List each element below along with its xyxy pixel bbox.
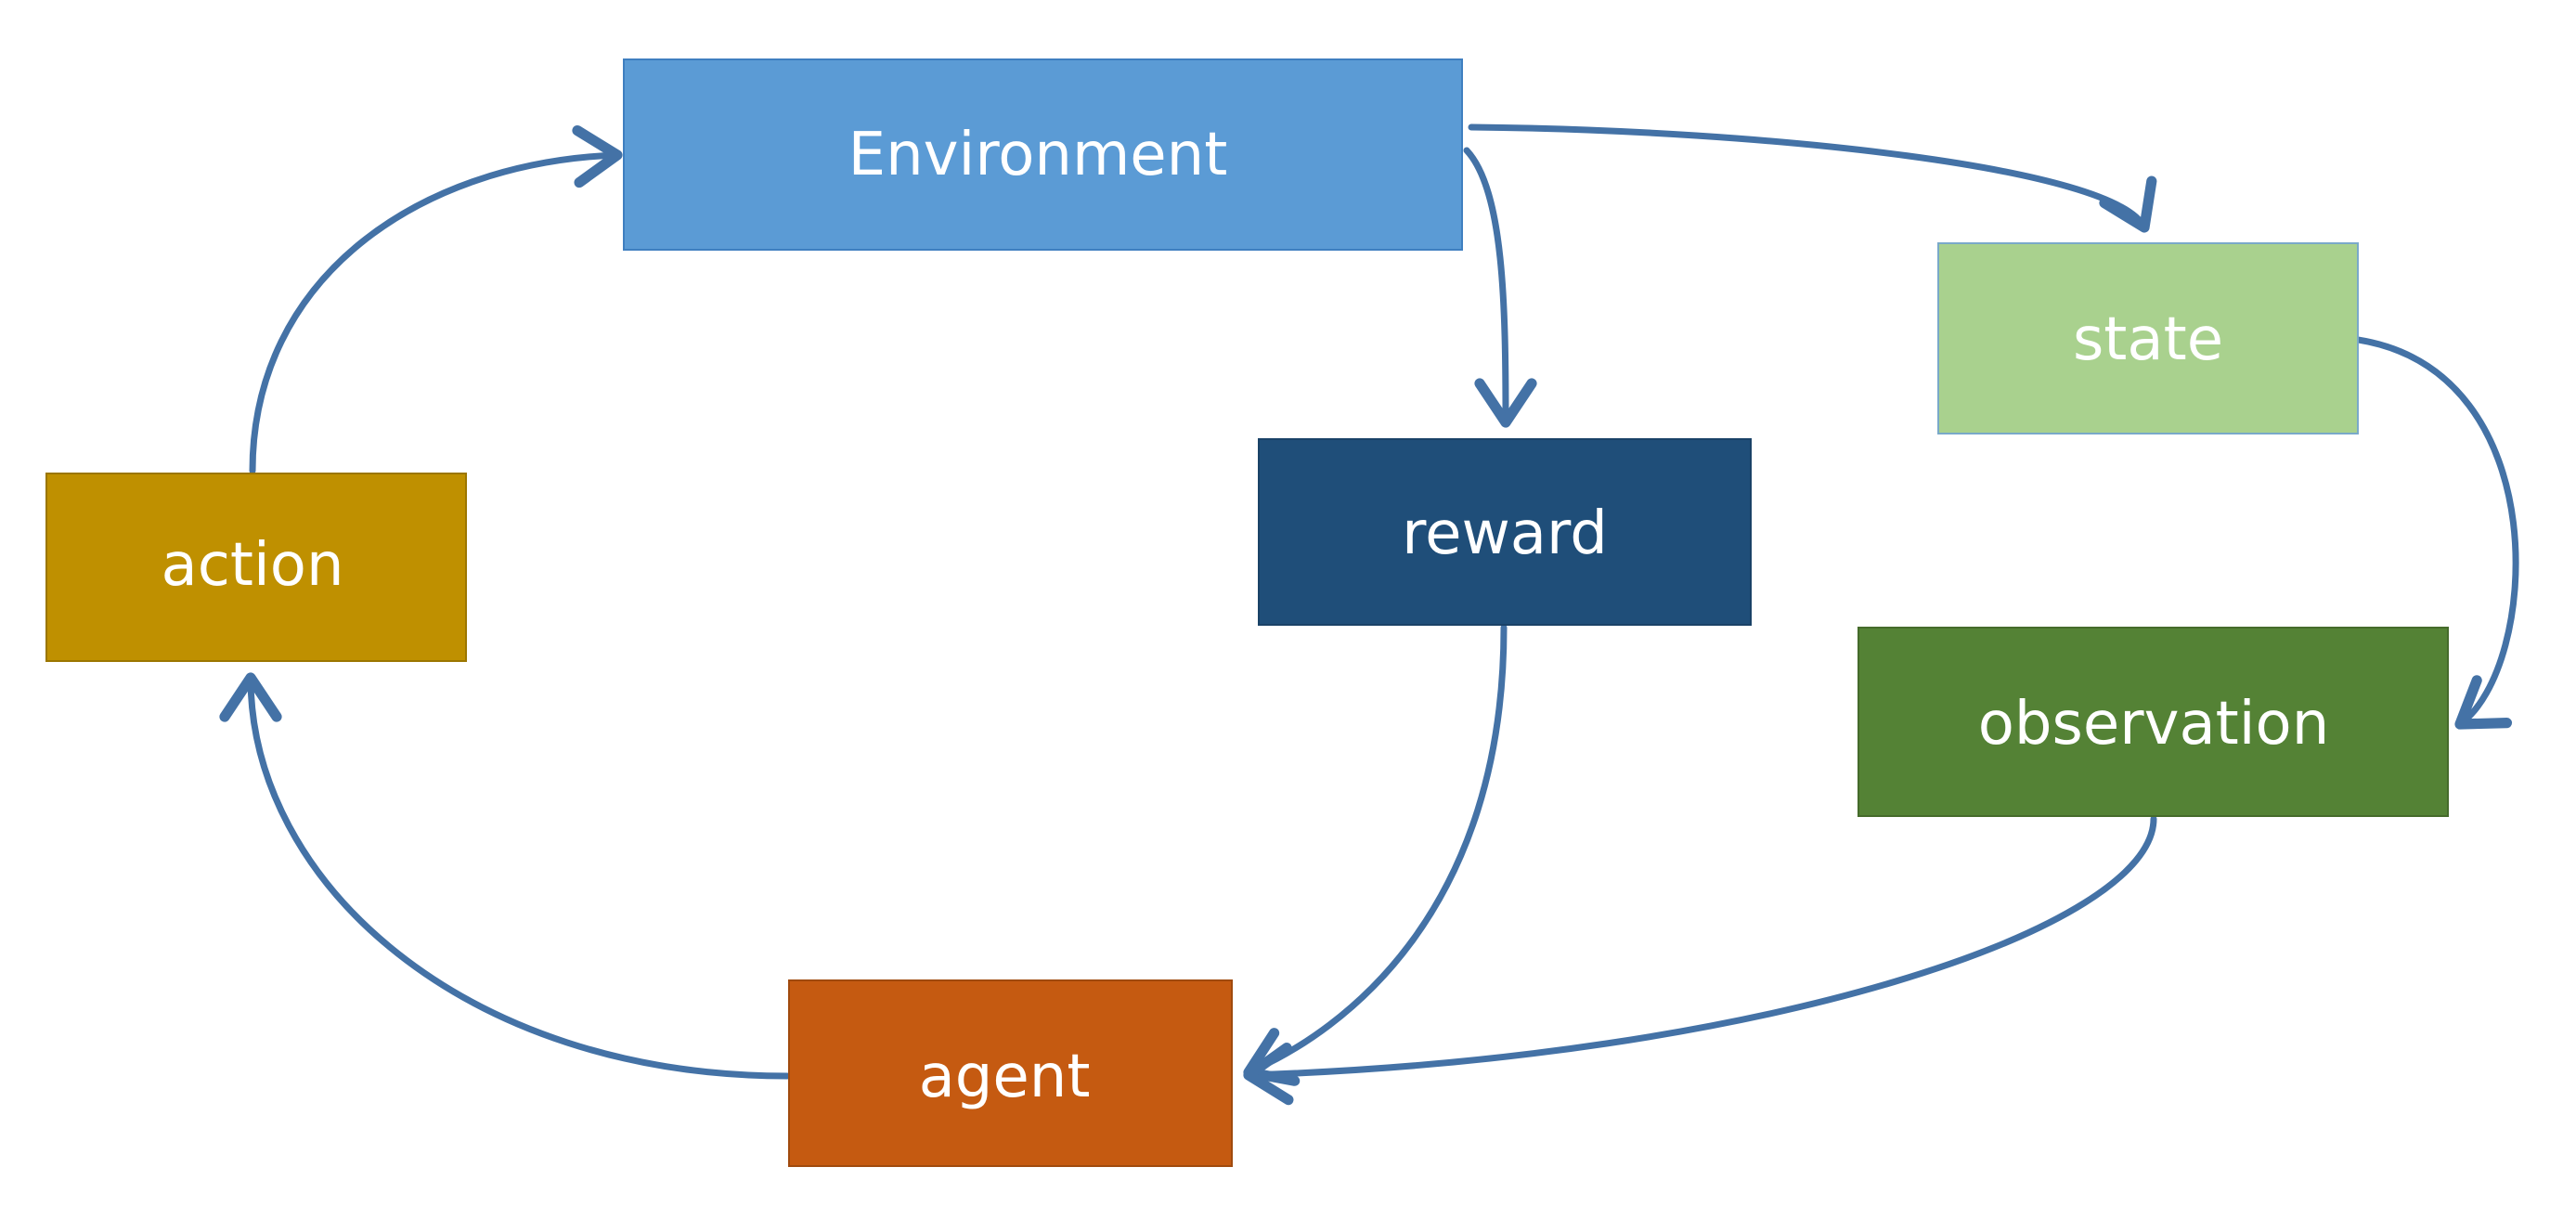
edge-environment-to-reward xyxy=(1463,147,1537,428)
observation-label: observation xyxy=(1978,690,2330,759)
edges-group xyxy=(219,123,2519,1106)
node-agent: agent xyxy=(788,979,1233,1167)
agent-label: agent xyxy=(919,1043,1091,1111)
observation-box xyxy=(1858,627,2449,817)
environment-label: Environment xyxy=(848,121,1228,189)
node-action: action xyxy=(45,473,467,662)
edge-observation-to-agent xyxy=(1243,815,2157,1106)
state-box xyxy=(1937,242,2359,434)
node-observation: observation xyxy=(1858,627,2449,817)
node-environment: Environment xyxy=(623,58,1463,251)
edge-environment-to-state xyxy=(1468,123,2157,233)
reward-label: reward xyxy=(1402,499,1608,568)
node-state: state xyxy=(1937,242,2359,434)
edge-reward-to-agent xyxy=(1243,624,1508,1086)
state-label: state xyxy=(2073,305,2223,374)
environment-box xyxy=(623,58,1463,251)
action-box xyxy=(45,473,467,662)
agent-box xyxy=(788,979,1233,1167)
edge-state-to-observation xyxy=(2354,336,2519,730)
edge-agent-to-action xyxy=(219,672,791,1080)
action-label: action xyxy=(162,531,344,600)
reward-box xyxy=(1258,438,1752,626)
edge-action-to-environment xyxy=(249,125,623,474)
node-reward: reward xyxy=(1258,438,1752,626)
